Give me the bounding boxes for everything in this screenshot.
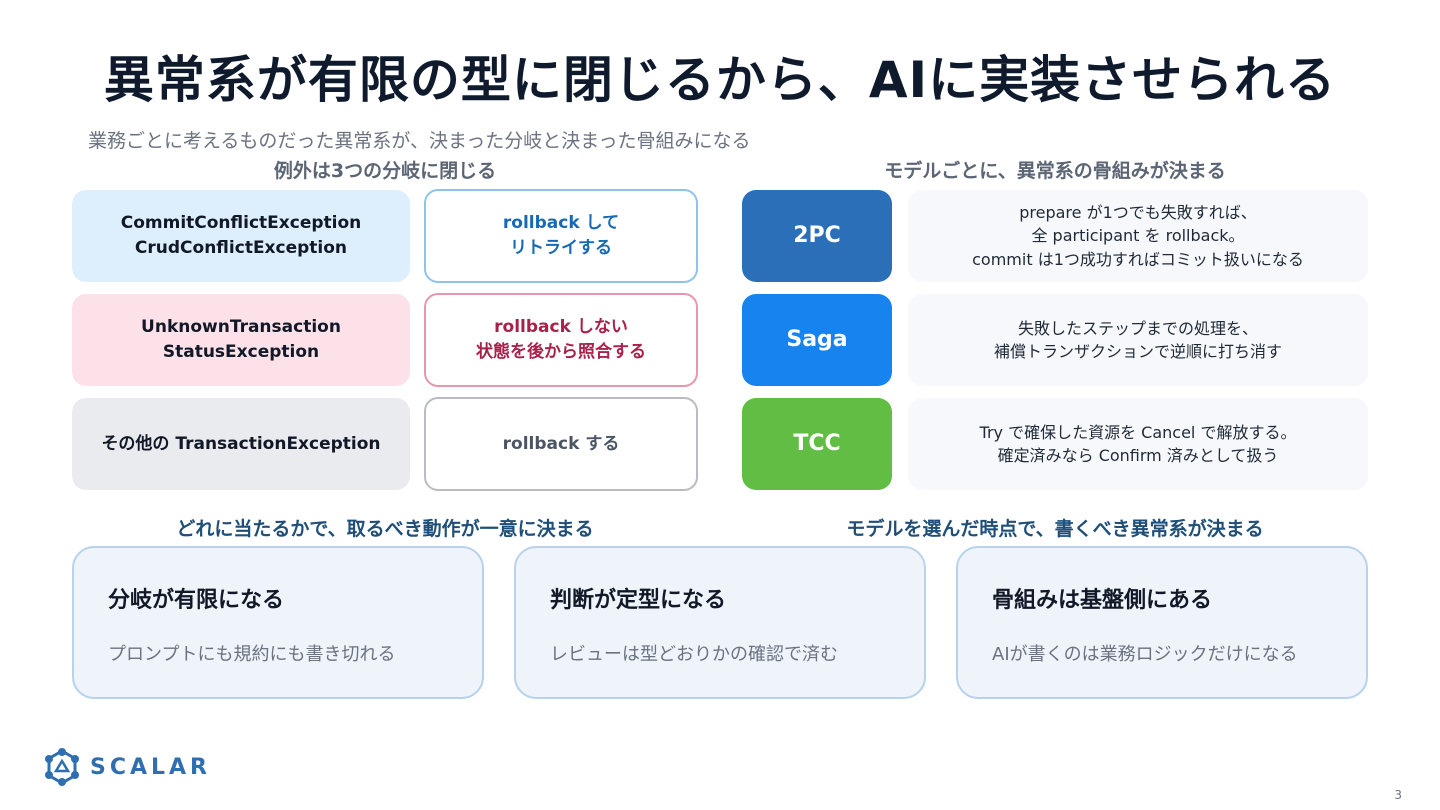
model-saga-description: 失敗したステップまでの処理を、 補償トランザクションで逆順に打ち消す (908, 294, 1368, 386)
model-2pc: 2PC (742, 190, 892, 282)
model-label: 2PC (793, 223, 841, 249)
card-routine-judgment: 判断が定型になる レビューは型どおりかの確認で済む (514, 546, 926, 699)
model-label: TCC (793, 431, 841, 457)
right-heading: モデルごとに、異常系の骨組みが決まる (884, 160, 1226, 182)
exception-label: UnknownTransaction StatusException (141, 317, 341, 362)
card-finite-branches: 分岐が有限になる プロンプトにも規約にも書き切れる (72, 546, 484, 699)
scalar-logo: SCALAR (44, 748, 211, 786)
model-2pc-description: prepare が1つでも失敗すれば、 全 participant を roll… (908, 190, 1368, 282)
description-text: 失敗したステップまでの処理を、 補償トランザクションで逆順に打ち消す (993, 318, 1282, 361)
exception-label: CommitConflictException CrudConflictExce… (120, 213, 362, 258)
scalar-logo-icon (45, 748, 79, 786)
slide-subtitle: 業務ごとに考えるものだった異常系が、決まった分岐と決まった骨組みになる (88, 130, 751, 152)
model-label: Saga (786, 327, 848, 353)
description-text: prepare が1つでも失敗すれば、 全 participant を roll… (972, 203, 1304, 269)
description-text: Try で確保した資源を Cancel で解放する。 確定済みなら Confir… (979, 422, 1297, 465)
card-subtitle: プロンプトにも規約にも書き切れる (108, 644, 396, 665)
exception-label: その他の TransactionException (101, 433, 381, 454)
page-number: 3 (1394, 788, 1402, 802)
right-caption: モデルを選んだ時点で、書くべき異常系が決まる (846, 518, 1264, 540)
model-tcc-description: Try で確保した資源を Cancel で解放する。 確定済みなら Confir… (908, 398, 1368, 490)
action-retry: rollback して リトライする (424, 189, 698, 283)
action-reconcile: rollback しない 状態を後から照合する (424, 293, 698, 387)
slide-title: 異常系が有限の型に閉じるから、AIに実装させられる (103, 51, 1337, 109)
model-tcc: TCC (742, 398, 892, 490)
action-rollback: rollback する (424, 397, 698, 491)
exception-other: その他の TransactionException (72, 398, 410, 490)
action-label: rollback する (502, 433, 620, 454)
logo-wordmark: SCALAR (90, 754, 212, 780)
action-label: rollback して リトライする (502, 213, 620, 258)
card-title: 骨組みは基盤側にある (992, 588, 1213, 613)
card-title: 分岐が有限になる (108, 588, 285, 613)
model-saga: Saga (742, 294, 892, 386)
left-caption: どれに当たるかで、取るべき動作が一意に決まる (176, 518, 594, 540)
action-label: rollback しない 状態を後から照合する (476, 317, 646, 362)
exception-commit-conflict: CommitConflictException CrudConflictExce… (72, 190, 410, 282)
card-title: 判断が定型になる (550, 588, 727, 613)
exception-unknown-status: UnknownTransaction StatusException (72, 294, 410, 386)
card-subtitle: レビューは型どおりかの確認で済む (550, 644, 838, 665)
card-subtitle: AIが書くのは業務ロジックだけになる (992, 644, 1298, 665)
card-framework-skeleton: 骨組みは基盤側にある AIが書くのは業務ロジックだけになる (956, 546, 1368, 699)
left-heading: 例外は3つの分岐に閉じる (273, 160, 497, 182)
